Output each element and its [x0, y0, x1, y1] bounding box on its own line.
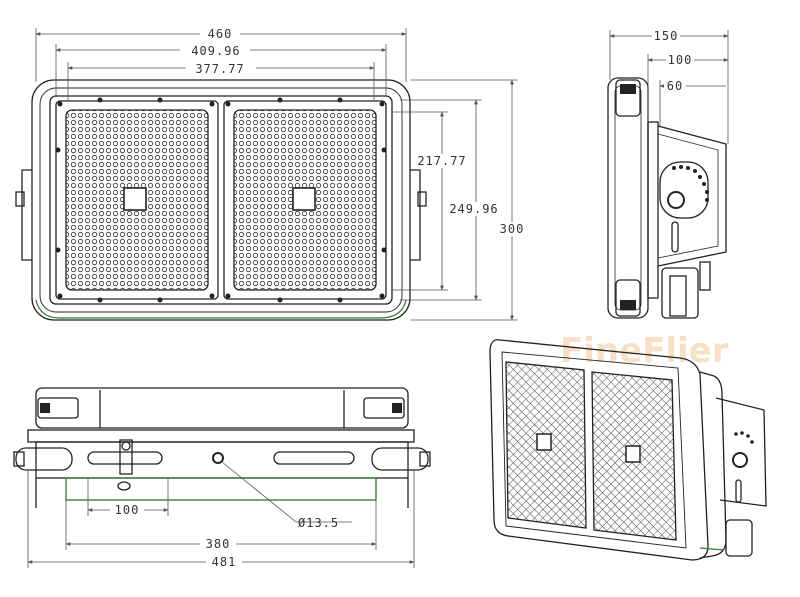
front-ear-left: [21, 169, 32, 261]
side-angle-holes: [672, 165, 709, 202]
sensor-right: [292, 187, 316, 211]
iso-housing-side: [699, 371, 727, 559]
bottom-handle-left: [37, 397, 79, 419]
iso-bracket: [715, 397, 767, 507]
front-housing-inner: [39, 87, 403, 313]
side-heatsink: [647, 121, 659, 299]
side-knuckle: [659, 161, 709, 219]
side-view: [607, 77, 727, 319]
bottom-knuckle-left: [15, 447, 73, 471]
dim-front-height-panel: 217.77: [417, 154, 466, 168]
bottom-bolt: [119, 439, 133, 475]
dim-bottom-bracket-width: 380: [206, 537, 231, 551]
dim-side-depth-overall: 150: [654, 29, 679, 43]
front-bracket-edge: [35, 299, 407, 319]
dim-front-width-mid: 409.96: [191, 44, 240, 58]
front-screws: [55, 97, 387, 303]
iso-sensor-right: [625, 445, 641, 463]
iso-housing-outer: [489, 339, 709, 561]
sensor-left: [123, 187, 147, 211]
front-ear-right: [410, 169, 421, 261]
side-handle-bottom: [615, 279, 641, 317]
dim-side-depth-mid: 100: [668, 53, 693, 67]
bottom-housing: [35, 387, 409, 429]
side-pivot-bolt: [667, 191, 685, 209]
bottom-view: [13, 387, 431, 508]
iso-view: [489, 339, 767, 561]
side-slot: [671, 221, 679, 253]
bottom-handle-right: [363, 397, 405, 419]
bottom-bracket-plate: [65, 477, 377, 501]
front-view: [15, 79, 427, 321]
iso-pivot-bolt: [732, 452, 748, 468]
bottom-knuckle-right: [371, 447, 429, 471]
front-face-plate: [49, 95, 393, 305]
dim-bottom-overall-width: 481: [212, 555, 237, 569]
iso-mount-foot: [725, 519, 753, 557]
front-housing-outer: [31, 79, 411, 321]
dim-side-depth-bracket: 60: [667, 79, 683, 93]
side-handle-top: [615, 79, 641, 117]
dim-bottom-hole-diameter: Ø13.5: [298, 516, 339, 530]
bottom-slot-left: [87, 451, 163, 465]
side-mount-foot: [661, 267, 699, 319]
front-knob-left: [15, 191, 25, 207]
bottom-mount-hole: [212, 452, 224, 464]
side-housing: [607, 77, 649, 319]
iso-face-plate: [501, 351, 687, 549]
dim-bottom-hole-spacing: 100: [115, 503, 140, 517]
front-module-left: [55, 100, 219, 300]
iso-sensor-left: [536, 433, 552, 451]
side-bracket: [657, 125, 727, 267]
front-knob-right: [417, 191, 427, 207]
dim-front-width-inner: 377.77: [195, 62, 244, 76]
dim-front-height-mid: 249.96: [449, 202, 498, 216]
dim-front-height-overall: 300: [500, 222, 525, 236]
front-module-right: [223, 100, 387, 300]
watermark-logo: FineFlier: [560, 331, 729, 371]
bottom-heatsink-fins: [27, 429, 415, 443]
side-cable-gland: [699, 261, 711, 291]
bottom-slot-right: [273, 451, 355, 465]
dim-front-width-overall: 460: [208, 27, 233, 41]
